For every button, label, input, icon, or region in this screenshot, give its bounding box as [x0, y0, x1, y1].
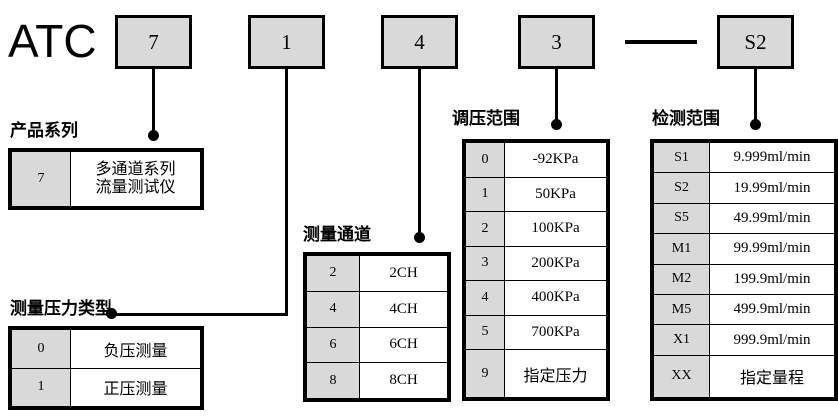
cell-desc: 200KPa — [504, 245, 607, 281]
caption-pressure-type: 测量压力类型 — [10, 299, 112, 318]
cell-desc: 700KPa — [504, 314, 607, 350]
table-row[interactable]: X1 999.9ml/min — [653, 324, 835, 356]
code-box-pressure-type[interactable]: 1 — [248, 15, 325, 69]
connector-line-detection-range — [754, 68, 757, 124]
connector-dot-product-series — [148, 130, 159, 141]
table-row[interactable]: 1 50KPa — [465, 176, 607, 212]
table-row[interactable]: XX 指定量程 — [653, 354, 835, 399]
cell-code: 1 — [465, 176, 505, 212]
code-box-channels[interactable]: 4 — [381, 15, 458, 69]
table-row[interactable]: 4 4CH — [306, 290, 448, 328]
cell-desc: 50KPa — [504, 176, 607, 212]
cell-desc: 2CH — [359, 255, 448, 292]
cell-desc: 999.9ml/min — [709, 324, 835, 356]
cell-desc: 负压测量 — [70, 329, 201, 369]
connector-line-pressure-type-vertical — [285, 68, 288, 316]
table-row[interactable]: 9 指定压力 — [465, 349, 607, 398]
cell-code: 7 — [11, 151, 71, 207]
table-row[interactable]: M2 199.9ml/min — [653, 263, 835, 295]
cell-code: 4 — [306, 290, 360, 328]
code-separator-dash — [625, 40, 697, 44]
model-prefix-label: ATC — [8, 15, 97, 67]
cell-code: 2 — [465, 211, 505, 247]
cell-desc: 400KPa — [504, 280, 607, 316]
cell-desc: 4CH — [359, 290, 448, 328]
caption-channels: 测量通道 — [303, 225, 371, 244]
table-row[interactable]: 6 6CH — [306, 326, 448, 364]
cell-desc-line1: 多通道系列 — [95, 161, 176, 179]
cell-desc: 6CH — [359, 326, 448, 364]
cell-code: S1 — [653, 141, 710, 174]
cell-desc: 9.999ml/min — [709, 141, 835, 174]
caption-product-series: 产品系列 — [10, 121, 78, 140]
cell-desc: -92KPa — [504, 142, 607, 178]
cell-desc: 100KPa — [504, 211, 607, 247]
cell-desc: 正压测量 — [70, 367, 201, 407]
cell-desc: 49.99ml/min — [709, 202, 835, 235]
table-row[interactable]: S5 49.99ml/min — [653, 202, 835, 235]
table-row[interactable]: 7 多通道系列 流量测试仪 — [11, 151, 201, 207]
connector-line-pressure-range — [555, 68, 558, 124]
table-row[interactable]: 4 400KPa — [465, 280, 607, 316]
caption-pressure-range: 调压范围 — [452, 109, 520, 128]
cell-desc: 99.99ml/min — [709, 233, 835, 265]
table-row[interactable]: 8 8CH — [306, 362, 448, 399]
table-channels: 2 2CH 4 4CH 6 6CH 8 8CH — [303, 252, 451, 402]
table-detection-range: S1 9.999ml/min S2 19.99ml/min S5 49.99ml… — [650, 139, 838, 401]
connector-dot-pressure-range — [551, 119, 562, 130]
cell-code: X1 — [653, 324, 710, 356]
cell-desc: 19.99ml/min — [709, 172, 835, 204]
table-row[interactable]: 2 2CH — [306, 255, 448, 292]
cell-desc: 499.9ml/min — [709, 293, 835, 326]
connector-dot-detection-range — [750, 119, 761, 130]
connector-dot-channels — [414, 232, 425, 243]
cell-code: 0 — [465, 142, 505, 178]
cell-code: 5 — [465, 314, 505, 350]
cell-desc: 指定量程 — [709, 354, 835, 399]
cell-desc: 8CH — [359, 362, 448, 399]
table-row[interactable]: M1 99.99ml/min — [653, 233, 835, 265]
table-row[interactable]: S2 19.99ml/min — [653, 172, 835, 204]
table-row[interactable]: M5 499.9ml/min — [653, 293, 835, 326]
table-row[interactable]: S1 9.999ml/min — [653, 141, 835, 174]
table-row[interactable]: 3 200KPa — [465, 245, 607, 281]
cell-code: 4 — [465, 280, 505, 316]
table-product-series: 7 多通道系列 流量测试仪 — [8, 148, 204, 210]
cell-desc: 指定压力 — [504, 349, 607, 398]
cell-desc: 多通道系列 流量测试仪 — [70, 151, 201, 207]
cell-code: M5 — [653, 293, 710, 326]
cell-code: 0 — [11, 329, 71, 369]
cell-code: XX — [653, 354, 710, 399]
code-box-pressure-range[interactable]: 3 — [518, 15, 595, 69]
table-row[interactable]: 0 -92KPa — [465, 142, 607, 178]
cell-code: S5 — [653, 202, 710, 235]
connector-line-product-series — [152, 68, 155, 135]
cell-code: 3 — [465, 245, 505, 281]
code-box-product-series[interactable]: 7 — [115, 15, 192, 69]
connector-line-pressure-type-horizontal — [110, 313, 288, 316]
code-box-detection-range[interactable]: S2 — [717, 15, 794, 69]
table-row[interactable]: 1 正压测量 — [11, 367, 201, 407]
cell-code: 8 — [306, 362, 360, 399]
cell-code: 2 — [306, 255, 360, 292]
caption-detection-range: 检测范围 — [652, 109, 720, 128]
connector-dot-pressure-type — [106, 308, 117, 319]
cell-desc-line2: 流量测试仪 — [95, 179, 176, 196]
table-pressure-range: 0 -92KPa 1 50KPa 2 100KPa 3 200KPa 4 400… — [462, 139, 610, 401]
table-row[interactable]: 0 负压测量 — [11, 329, 201, 369]
table-row[interactable]: 2 100KPa — [465, 211, 607, 247]
cell-code: 9 — [465, 349, 505, 398]
cell-desc: 199.9ml/min — [709, 263, 835, 295]
table-pressure-type: 0 负压测量 1 正压测量 — [8, 326, 204, 410]
cell-code: M2 — [653, 263, 710, 295]
table-row[interactable]: 5 700KPa — [465, 314, 607, 350]
cell-code: 1 — [11, 367, 71, 407]
cell-code: 6 — [306, 326, 360, 364]
connector-line-channels — [418, 68, 421, 238]
cell-code: M1 — [653, 233, 710, 265]
cell-code: S2 — [653, 172, 710, 204]
